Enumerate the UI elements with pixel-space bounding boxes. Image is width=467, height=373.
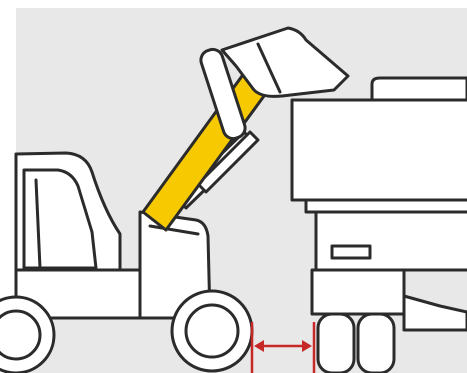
truck-light [332, 246, 370, 258]
truck-box-rail [306, 200, 467, 212]
truck-wheel-left [318, 314, 354, 373]
truck-dump-body [372, 78, 467, 100]
truck-chassis [316, 212, 467, 270]
dump-truck-icon [292, 78, 467, 373]
truck-wheel-right [358, 314, 394, 373]
loader-rear-wheel-hub [0, 311, 40, 359]
truck-bumper [312, 270, 404, 314]
truck-box [292, 100, 467, 200]
loader-front-wheel-hub [186, 305, 238, 357]
